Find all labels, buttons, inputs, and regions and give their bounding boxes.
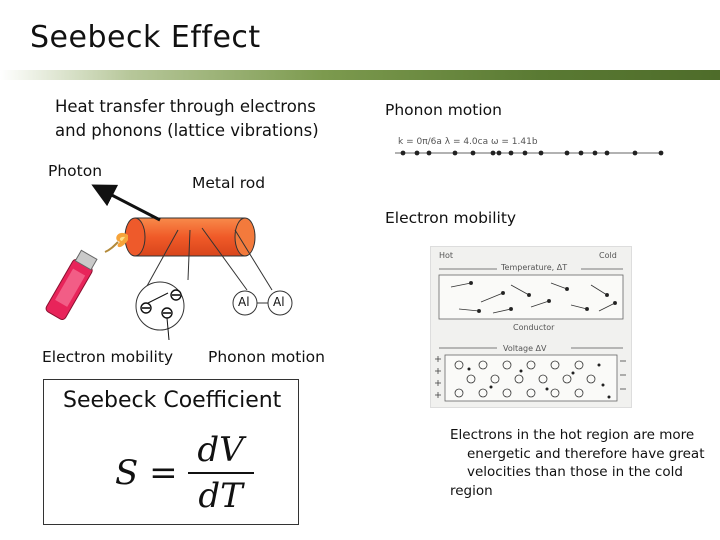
photon-label: Photon (48, 162, 103, 180)
seebeck-description: Electrons in the hot region are more ene… (450, 426, 718, 500)
electron-diagram-drawing (435, 268, 626, 402)
description-line-2: energetic and therefore have great (467, 445, 705, 462)
phonon-chain (395, 150, 664, 156)
electron-diagram-image: Hot Cold Temperature, ΔT Conductor Volta… (430, 246, 632, 408)
diagram-temperature-label: Temperature, ΔT (501, 263, 568, 272)
title-accent-bar (0, 70, 720, 80)
heat-transfer-line-2: and phonons (lattice vibrations) (55, 121, 319, 140)
metal-rod-label: Metal rod (192, 174, 266, 192)
atom-pair (232, 290, 293, 316)
heat-transfer-text: Heat transfer through electrons and phon… (55, 95, 319, 143)
diagram-voltage-label: Voltage ΔV (503, 344, 547, 353)
electron-zoom-circle (135, 281, 185, 341)
lighter-icon (45, 249, 98, 321)
seebeck-equation: S = dV dT (115, 430, 254, 516)
phonon-motion-right-label: Phonon motion (385, 101, 502, 119)
fraction-bar (187, 472, 254, 474)
equation-numerator: dV (197, 430, 244, 470)
phonon-caption: k = 0π/6a λ = 4.0ca ω = 1.41b (398, 137, 538, 147)
phonon-motion-left-label: Phonon motion (208, 348, 325, 366)
heat-transfer-line-1: Heat transfer through electrons (55, 97, 316, 116)
slide-title: Seebeck Effect (30, 20, 261, 55)
description-line-4: region (450, 482, 493, 499)
equation-fraction: dV dT (187, 430, 254, 516)
electron-mobility-right-label: Electron mobility (385, 209, 517, 227)
diagram-hot-label: Hot (439, 251, 454, 260)
photon-arrow-icon (91, 184, 161, 222)
rod-illustration (45, 184, 293, 341)
description-line-1: Electrons in the hot region are more (450, 427, 695, 443)
seebeck-coefficient-box (43, 379, 299, 525)
diagram-conductor-label: Conductor (513, 323, 555, 332)
flame-icon (116, 232, 128, 248)
spark-trail (104, 241, 119, 253)
atom-label-1: Al (238, 295, 250, 309)
seebeck-coefficient-title: Seebeck Coefficient (63, 388, 282, 413)
description-line-3: velocities than those in the cold (467, 464, 683, 480)
electron-mobility-left-label: Electron mobility (42, 348, 174, 366)
diagram-cold-label: Cold (599, 251, 617, 260)
equation-denominator: dT (198, 476, 243, 516)
atom-label-2: Al (273, 295, 285, 309)
equation-lhs: S = (115, 453, 178, 493)
